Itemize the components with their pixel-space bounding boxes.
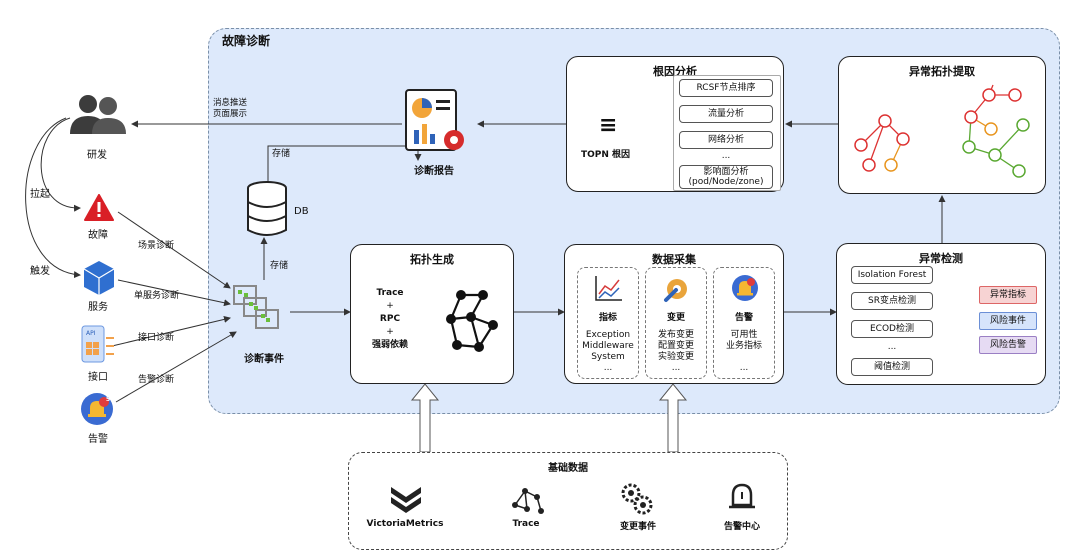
foundation-label-trace: Trace (512, 519, 540, 529)
input-trace: Trace (376, 288, 404, 298)
developer-label: 研发 (87, 150, 107, 161)
metrics-line-more: ... (603, 363, 613, 373)
metrics-line-middleware: Middleware (582, 341, 634, 351)
topo-gen-title: 拓扑生成 (410, 253, 454, 266)
report-icon (402, 86, 468, 160)
method-isolation-forest: Isolation Forest (851, 266, 933, 284)
alarm-badge: 5 (106, 396, 111, 403)
store-bottom-label: 存储 (270, 261, 289, 271)
topn-label: TOPN 根因 (581, 150, 631, 160)
scene-diag-label: 场景诊断 (138, 241, 175, 251)
anomaly-topo-graph-icon (854, 84, 1030, 178)
sort-icon: ≡ (599, 113, 618, 138)
rc-item-network: 网络分析 (679, 131, 773, 149)
metrics-title: 指标 (598, 313, 617, 323)
trace-graph-icon (512, 488, 544, 514)
changes-title: 变更 (666, 313, 685, 323)
alarms-title: 告警 (734, 313, 753, 323)
alarm-diag-label: 告警诊断 (138, 375, 175, 385)
foundation-label-victoriametrics: VictoriaMetrics (366, 519, 444, 529)
method-ellipsis: ... (887, 342, 897, 352)
output-anomaly-metric: 异常指标 (979, 286, 1037, 304)
collect-group-changes: 变更 发布变更 配置变更 实验变更 ... (645, 267, 707, 379)
topo-gen-inputs: Trace + RPC + 强弱依赖 (361, 287, 419, 352)
topo-gen-box: 拓扑生成 Trace + RPC + 强弱依赖 (350, 244, 514, 384)
changes-line-experiment: 实验变更 (657, 352, 694, 362)
input-dependency: 强弱依赖 (371, 340, 408, 350)
rc-item-rcsf: RCSF节点排序 (679, 79, 773, 97)
rc-item-impact: 影响面分析 (pod/Node/zone) (679, 165, 773, 189)
alarm-bell-icon (729, 483, 755, 509)
alarm-icon (80, 392, 114, 430)
data-collect-box: 数据采集 指标 Exception Middleware System ... … (564, 244, 784, 384)
foundation-label-change-events: 变更事件 (619, 522, 656, 532)
method-ecod: ECOD检测 (851, 320, 933, 338)
alarms-lines: 可用性 业务指标 ... (714, 330, 774, 374)
alarms-line-business: 业务指标 (725, 341, 762, 351)
fault-icon (84, 194, 114, 226)
output-risk-event: 风险事件 (979, 312, 1037, 330)
single-service-diag-label: 单服务诊断 (134, 291, 180, 301)
anomaly-topo-box: 异常拓扑提取 (838, 56, 1046, 194)
victoriametrics-logo-icon (391, 487, 421, 513)
input-plus-2: + (386, 327, 394, 337)
foundation-label-alarm-center: 告警中心 (723, 522, 760, 532)
metrics-lines: Exception Middleware System ... (578, 330, 638, 374)
main-area-title: 故障诊断 (222, 34, 271, 48)
foundation-box: 基础数据 VictoriaMetrics Trace 变更事件 告警中心 (348, 452, 788, 550)
alarms-line-availability: 可用性 (730, 330, 758, 340)
anomaly-topo-title: 异常拓扑提取 (909, 65, 975, 78)
anomaly-detect-box: 异常检测 Isolation Forest SR变点检测 ECOD检测 ... … (836, 243, 1046, 385)
db-icon (246, 180, 288, 242)
line-chart-icon (595, 276, 622, 301)
developer-icon (68, 92, 130, 140)
interface-diag-label: 接口诊断 (138, 333, 175, 343)
trigger-label: 触发 (30, 266, 50, 277)
alarms-line-more: ... (739, 363, 749, 373)
interface-label: 接口 (88, 372, 108, 383)
diag-events-icon (232, 284, 292, 342)
store-top-label: 存储 (272, 149, 291, 159)
method-sr: SR变点检测 (851, 292, 933, 310)
db-label: DB (294, 206, 309, 217)
api-text: API (86, 330, 96, 337)
input-plus-1: + (386, 301, 394, 311)
changes-line-config: 配置变更 (657, 341, 694, 351)
wrench-gear-icon (664, 279, 687, 302)
method-threshold: 阈值检测 (851, 358, 933, 376)
topology-graph-icon (446, 290, 498, 352)
changes-line-release: 发布变更 (657, 330, 694, 340)
changes-lines: 发布变更 配置变更 实验变更 ... (646, 330, 706, 374)
changes-line-more: ... (671, 363, 681, 373)
rc-item-traffic: 流量分析 (679, 105, 773, 123)
alarms-line-blank (714, 352, 774, 363)
pull-label: 拉起 (30, 189, 50, 200)
rc-item-ellipsis: ... (721, 151, 731, 161)
output-risk-alarm: 风险告警 (979, 336, 1037, 354)
anomaly-detect-title: 异常检测 (919, 252, 963, 265)
interface-icon (80, 324, 116, 364)
metrics-line-system: System (591, 352, 625, 362)
service-label: 服务 (88, 302, 108, 313)
metrics-line-exception: Exception (585, 330, 631, 340)
foundation-title: 基础数据 (548, 463, 588, 474)
input-rpc: RPC (379, 314, 401, 324)
fault-label: 故障 (88, 230, 108, 241)
data-collect-title: 数据采集 (652, 253, 696, 266)
gears-icon (621, 483, 653, 515)
push-label: 消息推送 页面展示 (213, 98, 248, 119)
report-title: 诊断报告 (414, 166, 454, 177)
root-cause-title: 根因分析 (653, 65, 697, 78)
diag-events-title: 诊断事件 (244, 354, 284, 365)
bell-icon (732, 275, 758, 301)
collect-group-alarms: 告警 可用性 业务指标 ... (713, 267, 775, 379)
root-cause-box: 根因分析 ≡ TOPN 根因 RCSF节点排序 流量分析 网络分析 ... 影响… (566, 56, 784, 192)
alarm-label: 告警 (88, 434, 108, 445)
service-icon (82, 260, 116, 300)
collect-group-metrics: 指标 Exception Middleware System ... (577, 267, 639, 379)
